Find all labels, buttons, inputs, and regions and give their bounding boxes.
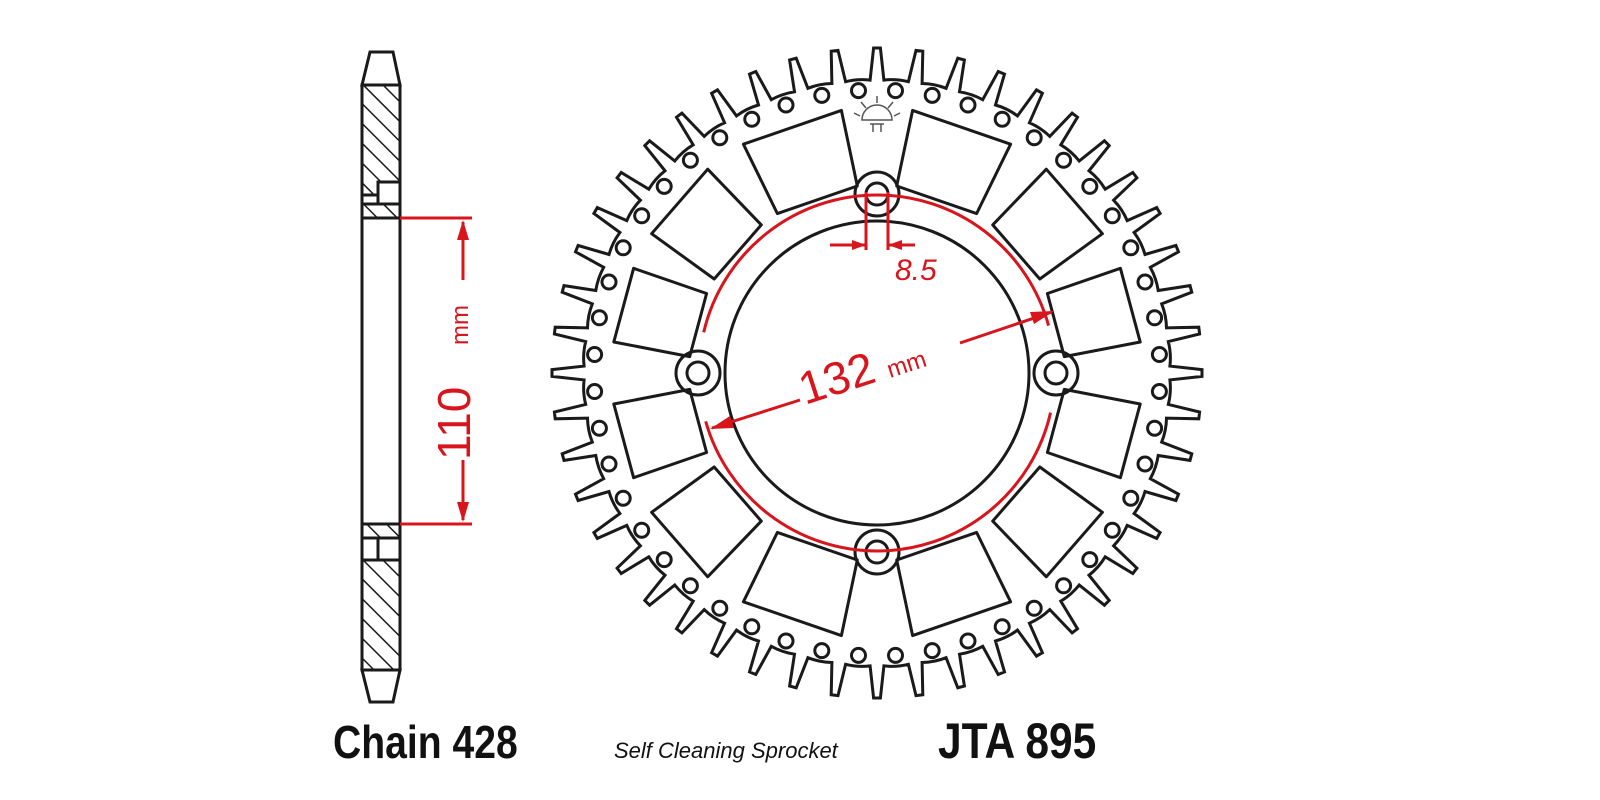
cleaning-notch: [586, 383, 604, 400]
bolt-boss: [674, 349, 722, 397]
hub-height-dimension: [400, 216, 472, 526]
lightening-window: [650, 465, 763, 579]
bolt-boss: [1032, 349, 1080, 397]
cleaning-notch: [600, 455, 618, 473]
cleaning-notch: [1025, 129, 1043, 147]
cleaning-notch: [993, 618, 1011, 636]
cleaning-notch: [590, 309, 608, 327]
brand-logo-icon: [853, 96, 901, 132]
bolt-hole-dimension: [830, 192, 915, 250]
cleaning-notch: [1146, 419, 1164, 437]
cleaning-notch: [993, 110, 1011, 128]
cleaning-notch: [711, 129, 729, 147]
cleaning-notch: [1136, 455, 1154, 473]
lightening-window: [991, 465, 1104, 579]
cleaning-notch: [586, 346, 604, 363]
cleaning-notch: [887, 646, 904, 664]
cleaning-notch: [813, 86, 831, 104]
cleaning-notch: [1122, 489, 1140, 507]
cleaning-notch: [1081, 177, 1099, 195]
side-view: [360, 50, 402, 704]
cleaning-notch: [655, 177, 673, 195]
cleaning-notch: [1103, 207, 1121, 225]
cleaning-notch: [813, 642, 831, 660]
cleaning-notch: [1136, 273, 1154, 291]
cleaning-notch: [633, 207, 651, 225]
cleaning-notch: [1146, 309, 1164, 327]
cleaning-notch: [614, 489, 632, 507]
pcd-value: 132: [792, 341, 881, 414]
lightening-window: [895, 108, 1013, 216]
description-label: Self Cleaning Sprocket: [614, 738, 838, 763]
cleaning-notch: [1025, 599, 1043, 617]
lightening-window: [741, 108, 859, 216]
model-number-label: JTA 895: [938, 713, 1097, 769]
cleaning-notch: [1081, 551, 1099, 569]
cleaning-notch: [681, 577, 699, 595]
bolt-hole: [1043, 360, 1069, 386]
sprocket-teeth-outline: [550, 46, 1204, 700]
cleaning-notch: [959, 96, 977, 114]
cleaning-notch: [923, 642, 941, 660]
cleaning-notch: [614, 239, 632, 257]
cleaning-notch: [711, 599, 729, 617]
cleaning-notch: [850, 646, 867, 664]
cleaning-notch: [1055, 151, 1073, 169]
lightening-window: [1045, 387, 1142, 480]
lightening-window: [612, 387, 709, 480]
cleaning-notch: [923, 86, 941, 104]
cleaning-notch: [600, 273, 618, 291]
cleaning-notch: [743, 110, 761, 128]
bolt-hole-value: 8.5: [895, 254, 937, 287]
bolt-boss: [853, 170, 901, 218]
lightening-window: [991, 167, 1104, 281]
cleaning-notch: [777, 96, 795, 114]
cleaning-notch: [777, 632, 795, 650]
cleaning-notch: [959, 632, 977, 650]
pcd-unit: mm: [884, 346, 930, 384]
cleaning-notch: [743, 618, 761, 636]
cleaning-notch: [1055, 577, 1073, 595]
hub-height-value: 110: [428, 387, 480, 460]
cleaning-notch: [1150, 383, 1168, 400]
chain-size-label: Chain 428: [333, 716, 518, 768]
lightening-window: [612, 266, 709, 359]
hub-height-unit: mm: [447, 305, 474, 345]
cleaning-notch: [1122, 239, 1140, 257]
lightening-window: [895, 530, 1013, 638]
bolt-boss: [853, 528, 901, 576]
center-bore: [723, 219, 1031, 527]
cleaning-notch: [850, 82, 867, 100]
cleaning-notch: [1150, 346, 1168, 363]
cleaning-notch: [887, 82, 904, 100]
pcd-dimension: [697, 193, 1057, 553]
lightening-window: [1045, 266, 1142, 359]
cleaning-notch: [633, 521, 651, 539]
bolt-hole: [685, 360, 711, 386]
lightening-window: [741, 530, 859, 638]
cleaning-notch: [681, 151, 699, 169]
cleaning-notch: [590, 419, 608, 437]
lightening-window: [650, 167, 763, 281]
cleaning-notch: [1103, 521, 1121, 539]
cleaning-notch: [655, 551, 673, 569]
sprocket-front-view: [550, 46, 1204, 700]
